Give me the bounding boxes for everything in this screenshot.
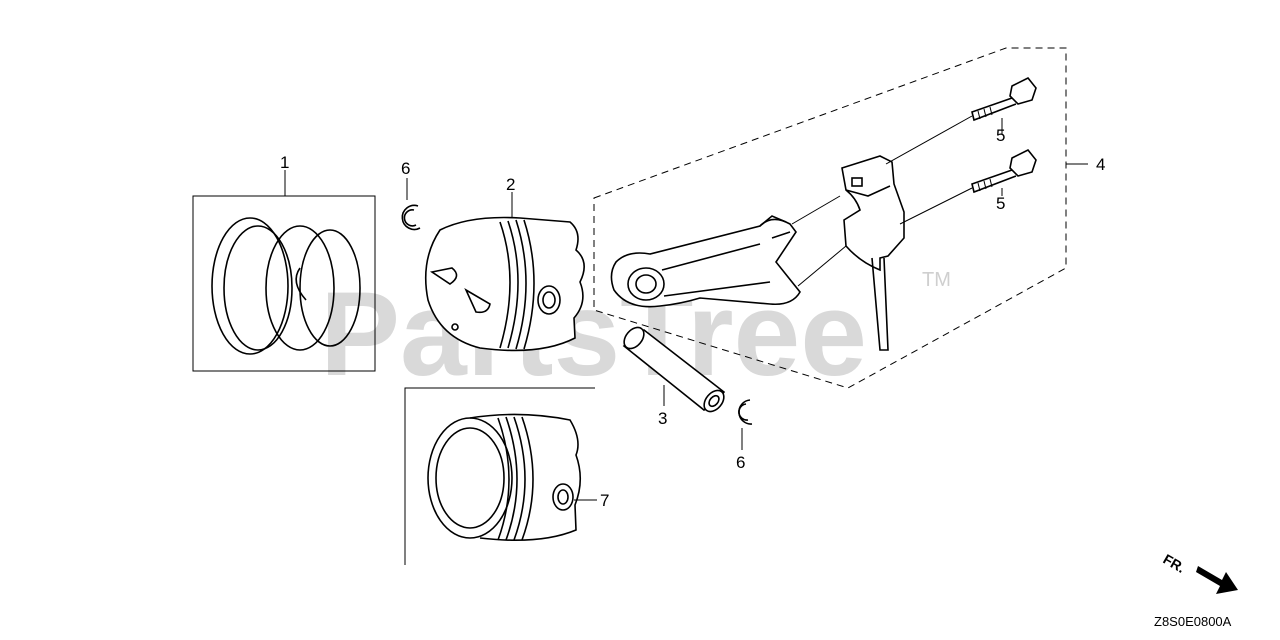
piston-pin-clip-upper[interactable] (401, 204, 421, 231)
connecting-rod-assembly[interactable] (593, 47, 1067, 389)
guide-line-cap-lower (797, 245, 847, 287)
callout-5-upper[interactable]: 5 (996, 126, 1005, 145)
connecting-rod-bolt-upper[interactable] (971, 76, 1037, 122)
callout-4[interactable]: 4 (1096, 155, 1105, 174)
front-arrow-icon (1196, 566, 1238, 594)
piston-oversize-view[interactable] (404, 387, 595, 565)
guide-line-upper (885, 115, 973, 165)
ring-set-box (192, 195, 376, 372)
callout-3[interactable]: 3 (658, 409, 667, 428)
front-label: FR. (1161, 551, 1189, 576)
diagram-code: Z8S0E0800A (1154, 614, 1232, 629)
rod-assembly-frame (593, 47, 1067, 389)
piston-pin-clip-lower[interactable] (738, 399, 753, 425)
guide-line-cap (791, 195, 841, 225)
front-direction-indicator: FR. (1161, 551, 1238, 594)
connecting-rod-bolt-lower[interactable] (971, 148, 1037, 194)
piston-standard[interactable] (424, 216, 585, 352)
callout-6-lower[interactable]: 6 (736, 453, 745, 472)
callout-2[interactable]: 2 (506, 175, 515, 194)
callout-7[interactable]: 7 (600, 491, 609, 510)
guide-line-lower (899, 187, 973, 225)
callout-5-lower[interactable]: 5 (996, 194, 1005, 213)
callout-6-upper[interactable]: 6 (401, 159, 410, 178)
callout-1[interactable]: 1 (280, 153, 289, 172)
trademark: TM (922, 269, 951, 291)
piston-pin[interactable] (620, 324, 728, 416)
piston-ring-set[interactable] (192, 195, 376, 372)
